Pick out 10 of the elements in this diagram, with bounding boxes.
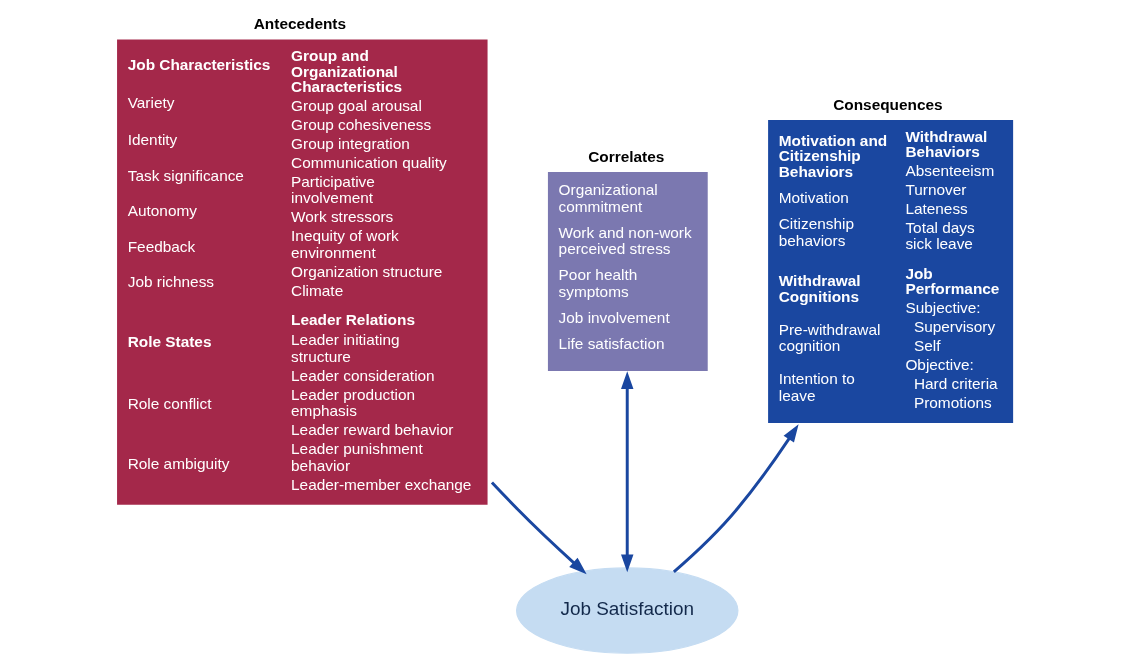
node-box: Motivation and Citizenship Behaviors Motivation Citizenship behaviors Withdrawal Behaviors Absenteeism Turnover Lateness Total days sick leave Withdrawal Cognitions Pre-withdrawal cognition Intention to leave Job Performance Subjective: Supervisory Self Objective: Hard criteria Promotions: [768, 119, 1014, 423]
node-label: Antecedents: [253, 15, 347, 33]
arrow: [672, 424, 799, 573]
node-label: Correlates: [588, 147, 665, 165]
node-label: Consequences: [833, 95, 943, 113]
node-ellipse: Job Satisfaction: [515, 567, 739, 654]
node-box: Organizational commitment Work and non-work perceived stress Poor health symptoms Job involvement Life satisfaction: [547, 172, 708, 371]
arrow: [490, 481, 587, 575]
node-box: Job Characteristics Variety Identity Task significance Autonomy Feedback Job richness Group and Organizational Characteristics Group goal arousal Group cohesiveness Group integration Communication quality Participative involvement Work stressors Inequity of work environment Organization structure Climate Role States Role conflict Role ambiguity Leader Relations Leader initiating structure Leader consideration Leader production emphasis Leader reward behavior Leader punishment behavior Leader-member exchange: [117, 39, 488, 505]
arrow: [621, 371, 634, 573]
